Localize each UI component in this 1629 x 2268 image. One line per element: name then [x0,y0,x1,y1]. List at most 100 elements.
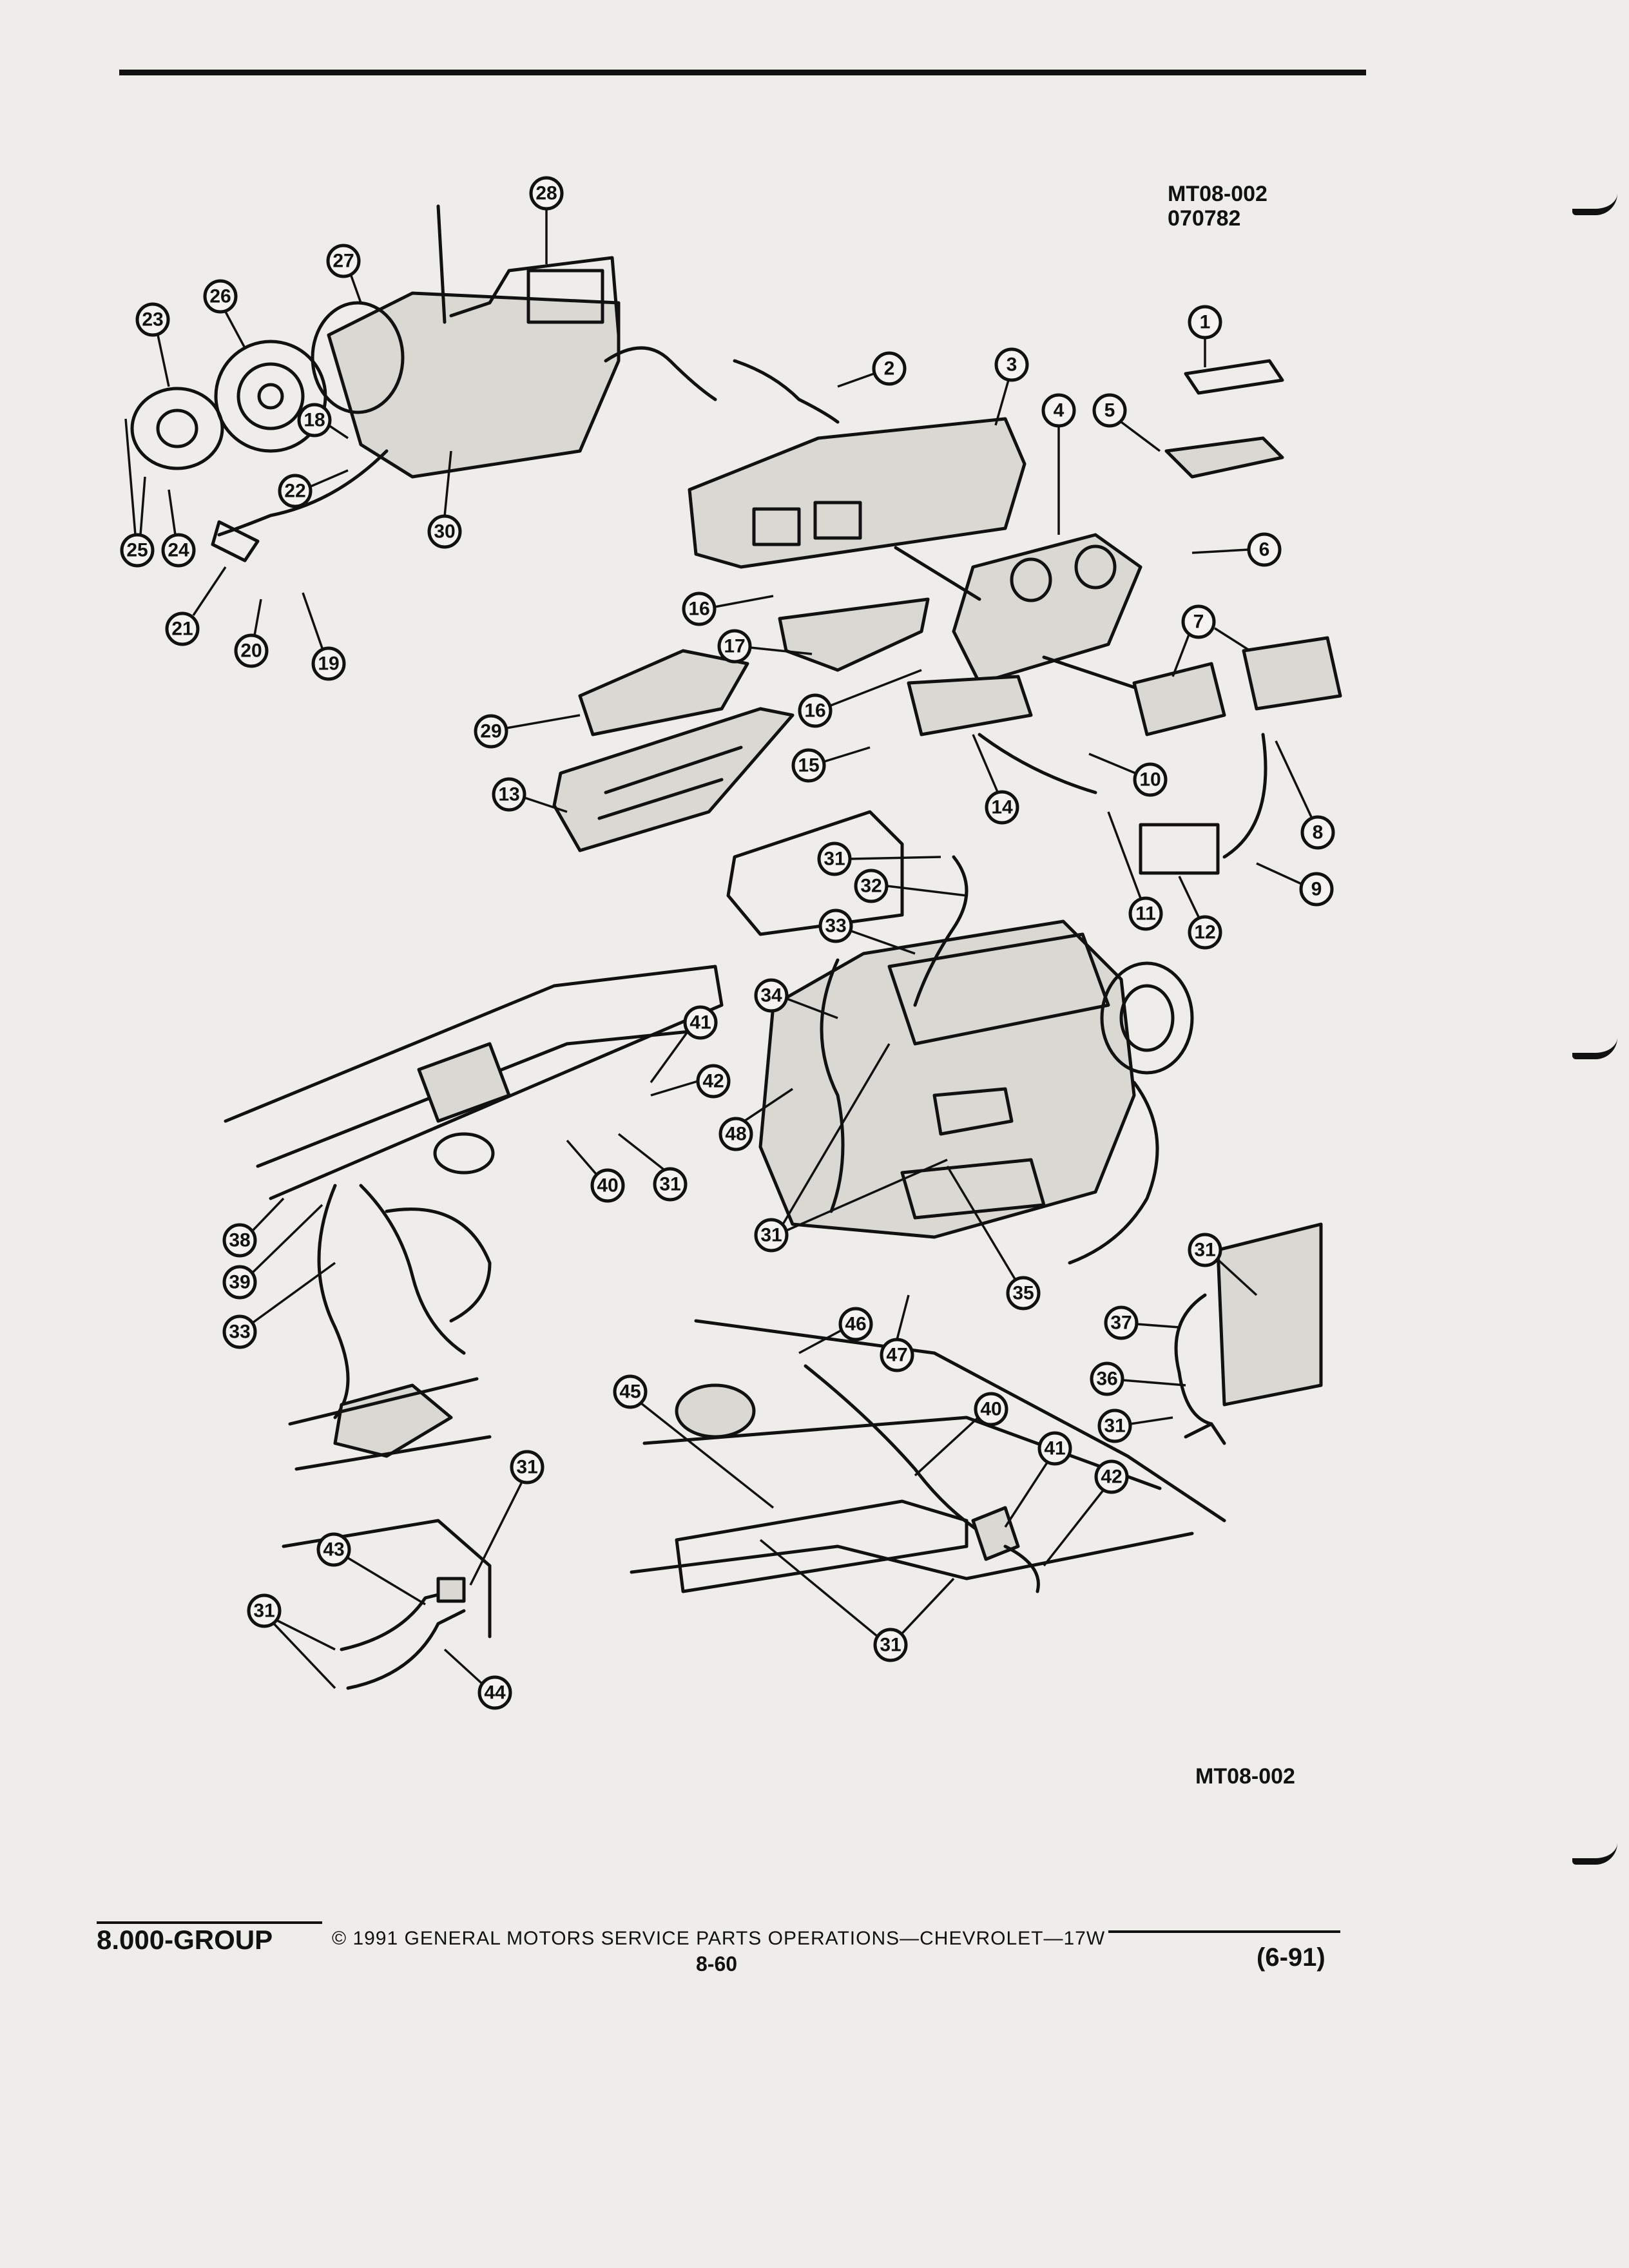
svg-text:6: 6 [1259,539,1270,561]
svg-text:42: 42 [1101,1466,1122,1488]
callout-35: 35 [1006,1276,1041,1311]
callout-31: 31 [873,1628,908,1662]
callout-36: 36 [1090,1361,1124,1396]
svg-text:33: 33 [229,1321,250,1343]
engine-drawing [726,810,1194,1265]
svg-text:16: 16 [688,599,709,620]
callout-47: 47 [880,1338,914,1372]
binder-edge-mark [1572,1843,1617,1865]
callout-39: 39 [222,1265,257,1300]
svg-text:22: 22 [284,481,305,502]
svg-text:11: 11 [1135,903,1156,925]
callout-15: 15 [791,748,826,783]
svg-text:31: 31 [1194,1240,1215,1261]
svg-text:41: 41 [1044,1438,1065,1459]
svg-text:40: 40 [980,1399,1001,1420]
callout-24: 24 [161,533,196,568]
svg-text:33: 33 [825,916,846,937]
svg-text:12: 12 [1194,922,1215,943]
callout-41: 41 [1037,1431,1072,1466]
footer-revision-date: (6-91) [1257,1943,1325,1972]
svg-text:40: 40 [597,1175,618,1196]
svg-text:44: 44 [484,1682,506,1704]
svg-text:36: 36 [1096,1369,1117,1390]
callout-32: 32 [854,869,889,903]
svg-text:16: 16 [804,700,825,722]
svg-text:31: 31 [1104,1416,1125,1437]
svg-text:20: 20 [240,640,262,662]
callout-34: 34 [754,978,789,1013]
svg-text:2: 2 [884,358,895,380]
callout-42: 42 [696,1064,731,1099]
callout-20: 20 [234,633,269,668]
svg-text:39: 39 [229,1272,250,1293]
footer-rule-right [1108,1930,1340,1933]
callout-13: 13 [492,777,526,812]
callout-4: 4 [1041,393,1076,428]
callout-28: 28 [529,176,564,211]
svg-text:7: 7 [1193,611,1204,633]
callout-45: 45 [613,1374,648,1409]
svg-text:29: 29 [480,721,501,742]
figure-ref-code: MT08-002 [1168,182,1268,206]
callout-8: 8 [1300,815,1335,850]
callout-31: 31 [510,1450,545,1485]
svg-text:37: 37 [1110,1312,1132,1334]
callout-33: 33 [222,1314,257,1349]
callout-42: 42 [1094,1459,1129,1494]
svg-text:31: 31 [880,1635,901,1656]
callout-9: 9 [1299,872,1334,907]
svg-text:23: 23 [142,309,163,331]
footer-copyright: © 1991 GENERAL MOTORS SERVICE PARTS OPER… [332,1928,1106,1949]
lower-right-detail-drawing [1174,1222,1323,1445]
svg-text:30: 30 [434,521,455,543]
svg-text:3: 3 [1007,354,1017,376]
callout-43: 43 [316,1532,351,1567]
callout-31: 31 [754,1218,789,1253]
svg-text:31: 31 [253,1600,275,1622]
callout-31: 31 [1188,1233,1222,1267]
blower-assembly-drawing [130,204,840,562]
svg-text:31: 31 [824,849,845,870]
binder-edge-mark [1572,193,1617,215]
svg-text:41: 41 [689,1012,711,1033]
figure-date-code: 070782 [1168,206,1241,231]
svg-text:43: 43 [323,1539,344,1561]
callout-31: 31 [1097,1408,1132,1443]
svg-text:45: 45 [619,1381,641,1403]
callout-16a: 16 [682,591,717,626]
svg-text:9: 9 [1311,879,1322,900]
svg-text:27: 27 [333,251,354,272]
svg-text:19: 19 [318,653,339,675]
distribution-duct-drawing [552,649,795,852]
callout-33: 33 [818,908,853,943]
svg-text:10: 10 [1139,769,1161,791]
callout-30: 30 [427,514,462,549]
footer-rule-left [97,1921,322,1924]
svg-text:38: 38 [229,1230,250,1251]
svg-text:46: 46 [845,1314,866,1335]
callout-10: 10 [1133,762,1168,797]
callout-12: 12 [1188,915,1222,950]
callout-41: 41 [683,1005,718,1040]
svg-text:8: 8 [1313,822,1324,843]
callout-40: 40 [590,1168,625,1203]
svg-text:25: 25 [126,540,148,561]
svg-text:26: 26 [209,286,231,307]
callout-26: 26 [203,279,238,314]
callout-31: 31 [653,1167,688,1202]
callout-25: 25 [120,533,155,568]
callout-27: 27 [326,244,361,278]
svg-text:21: 21 [171,619,193,640]
svg-text:15: 15 [798,755,819,776]
callout-22: 22 [278,474,313,508]
svg-text:32: 32 [860,876,882,897]
svg-text:4: 4 [1054,400,1065,421]
svg-text:47: 47 [886,1345,907,1366]
callout-17: 17 [717,629,752,664]
svg-text:34: 34 [760,985,782,1006]
callout-31: 31 [247,1593,282,1628]
svg-text:13: 13 [498,784,519,805]
callout-18: 18 [297,403,332,437]
